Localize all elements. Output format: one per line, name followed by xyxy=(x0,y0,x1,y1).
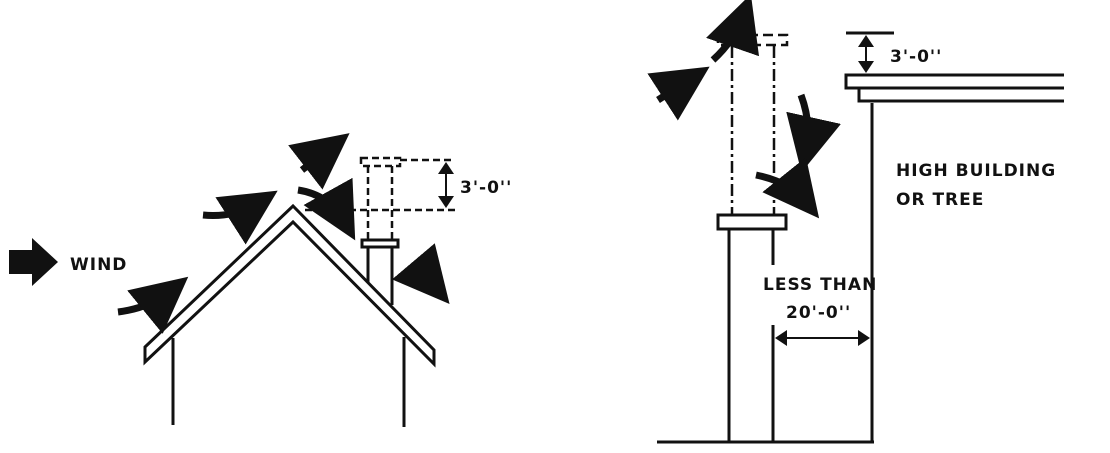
chimney-collar xyxy=(716,213,788,231)
distance-label-line2: 20'-0'' xyxy=(786,303,851,323)
airflow-arrows-right xyxy=(647,0,841,219)
airflow-arrow-icon xyxy=(786,93,841,173)
label-backdrop xyxy=(770,265,870,325)
wind-arrow-icon xyxy=(9,238,58,286)
airflow-arrows-left xyxy=(117,133,450,334)
roof xyxy=(143,203,436,368)
right-figure xyxy=(657,31,1064,444)
airflow-arrow-icon xyxy=(202,190,278,245)
airflow-arrow-icon xyxy=(288,133,350,190)
distance-label-line1: LESS THAN xyxy=(763,275,877,295)
airflow-arrow-icon xyxy=(392,243,450,305)
airflow-arrow-icon xyxy=(706,0,759,63)
building-roof xyxy=(844,73,1064,103)
airflow-arrow-icon xyxy=(755,157,820,219)
left-figure-house xyxy=(143,156,455,427)
airflow-arrow-icon xyxy=(297,177,356,241)
airflow-arrow-icon xyxy=(117,276,189,334)
wind-label: WIND xyxy=(70,255,127,275)
airflow-arrow-icon xyxy=(647,66,710,121)
obstacle-label-line1: HIGH BUILDING xyxy=(896,161,1056,181)
chimney-collar xyxy=(360,238,400,249)
obstacle-label-line2: OR TREE xyxy=(896,190,984,210)
chimney-extension-dashed xyxy=(716,33,789,215)
left-height-dimension-label: 3'-0'' xyxy=(460,178,512,198)
right-height-dimension-label: 3'-0'' xyxy=(890,47,942,67)
